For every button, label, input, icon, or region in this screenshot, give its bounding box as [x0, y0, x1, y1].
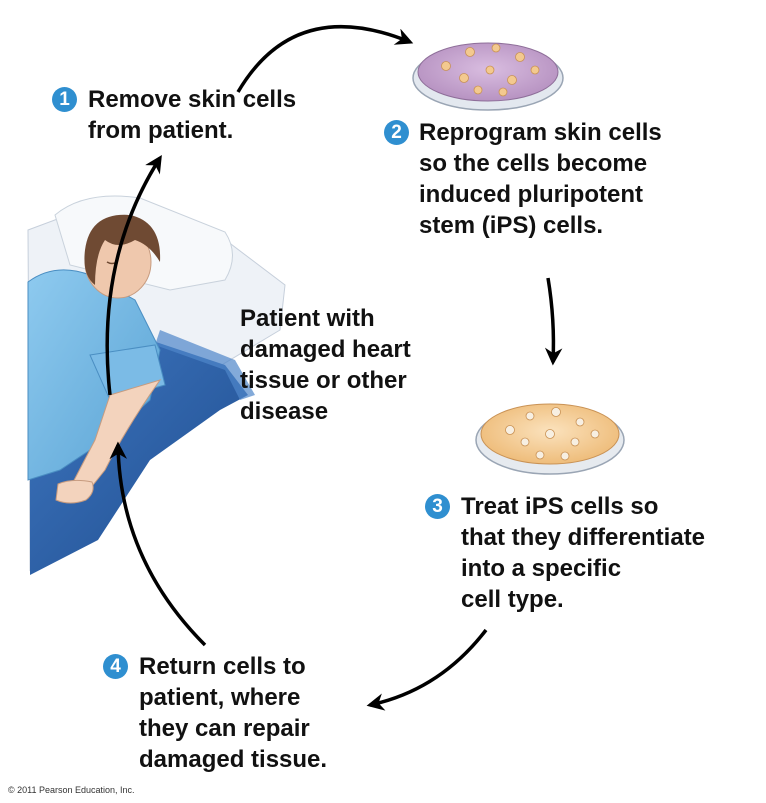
- patient-hand: [55, 479, 94, 504]
- step-3-line: cell type.: [461, 586, 564, 613]
- step-3-badge: 3: [425, 494, 450, 519]
- step-3-text: Treat iPS cells so that they differentia…: [461, 491, 705, 615]
- patient-label-line: disease: [240, 398, 329, 425]
- patient-label-line: damaged heart: [240, 336, 411, 363]
- step-2-line: Reprogram skin cells: [419, 119, 662, 146]
- step-2-line: so the cells become: [419, 150, 648, 177]
- step-2-line: stem (iPS) cells.: [419, 212, 604, 239]
- step-3-line: that they differentiate: [461, 524, 706, 551]
- arrow-return-to-patient: [109, 441, 207, 647]
- patient-illustration: [27, 195, 286, 575]
- step-4-line: damaged tissue.: [139, 746, 328, 773]
- petri-dish-ips-cells: [475, 403, 625, 475]
- patient-label-line: tissue or other: [240, 367, 407, 394]
- cycle-arrows: [105, 24, 563, 711]
- step-4-line: patient, where: [139, 684, 301, 711]
- copyright-notice: © 2011 Pearson Education, Inc.: [8, 785, 135, 795]
- step-3-line: Treat iPS cells so: [461, 493, 659, 520]
- step-1-line: Remove skin cells: [88, 86, 297, 113]
- patient-label: Patient with damaged heart tissue or oth…: [240, 303, 411, 427]
- step-2-line: induced pluripotent: [419, 181, 643, 208]
- step-4-line: Return cells to: [139, 653, 306, 680]
- petri-dish-skin-cells: [412, 42, 564, 111]
- patient-hair: [84, 214, 161, 285]
- arrow-dish-to-ips: [544, 277, 563, 366]
- step-1-text: Remove skin cells from patient.: [88, 84, 296, 146]
- step-1-line: from patient.: [88, 117, 234, 144]
- patient-label-line: Patient with: [240, 305, 375, 332]
- step-4-line: they can repair: [139, 715, 310, 742]
- step-1-badge: 1: [52, 87, 77, 112]
- step-2-text: Reprogram skin cells so the cells become…: [419, 117, 662, 241]
- arrow-ips-to-return: [366, 628, 488, 711]
- step-4-text: Return cells to patient, where they can …: [139, 651, 327, 775]
- step-4-badge: 4: [103, 654, 128, 679]
- arrow-patient-to-skin: [105, 155, 162, 396]
- arrow-skin-to-dish: [236, 24, 414, 93]
- step-2-badge: 2: [384, 120, 409, 145]
- step-3-line: into a specific: [461, 555, 622, 582]
